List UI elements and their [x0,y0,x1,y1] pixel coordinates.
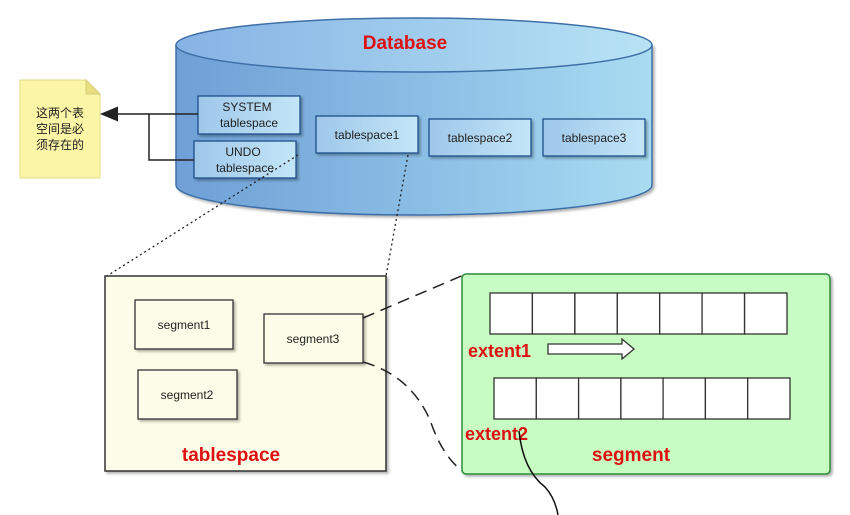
segment3-label: segment3 [287,332,340,346]
note-connector [100,106,198,161]
extent1-label: extent1 [468,341,531,361]
tablespace-system-box: SYSTEM tablespace [197,95,301,135]
tablespace-system-label-1: SYSTEM [222,100,271,114]
segment1-label: segment1 [158,318,211,332]
tablespace3-box: tablespace3 [542,118,646,157]
extent2-blocks [493,377,791,420]
extent2-label: extent2 [465,424,528,444]
tablespace-detail-title: tablespace [182,445,280,466]
tablespace1-label: tablespace1 [335,128,400,142]
database-title: Database [363,33,448,54]
tablespace-system-label-2: tablespace [220,116,278,130]
tablespace-undo-box: UNDO tablespace [193,140,297,179]
extent1-blocks [489,292,788,335]
tablespace-undo-label-2: tablespace [216,161,274,175]
extent2-block-1 [493,377,537,420]
note-line-2: 空间是必 [36,122,84,136]
extent1-block-3 [574,292,618,335]
extent1-block-5 [659,292,703,335]
tablespace2-box: tablespace2 [428,118,532,157]
extent2-block-2 [535,377,580,420]
extent2-block-7 [747,377,791,420]
segment2-label: segment2 [161,388,214,402]
sticky-note [19,78,102,179]
note-line-1: 这两个表 [36,105,84,120]
extent2-block-3 [577,377,622,420]
note-line-3: 须存在的 [36,137,84,152]
extent1-block-4 [616,292,661,335]
extent1-arrow-icon [547,337,636,361]
segment2-box: segment2 [137,369,238,420]
segment-detail-title: segment [592,445,671,466]
extent2-block-5 [662,377,707,420]
extent1-block-1 [489,292,534,335]
tablespace1-box: tablespace1 [315,115,419,154]
segment1-box: segment1 [134,299,234,350]
extent1-block-6 [701,292,746,335]
extent2-block-6 [704,377,749,420]
zoom-lines-tablespace [106,154,409,277]
tablespace-undo-label-1: UNDO [225,145,260,159]
extent1-block-2 [531,292,576,335]
extent2-block-4 [620,377,664,420]
tablespace2-label: tablespace2 [448,131,513,145]
extent1-block-7 [743,292,788,335]
segment3-box: segment3 [263,313,364,364]
tablespace3-label: tablespace3 [562,131,627,145]
zoom-lines-segment [362,273,467,473]
extent2-pointer-line [518,430,559,515]
